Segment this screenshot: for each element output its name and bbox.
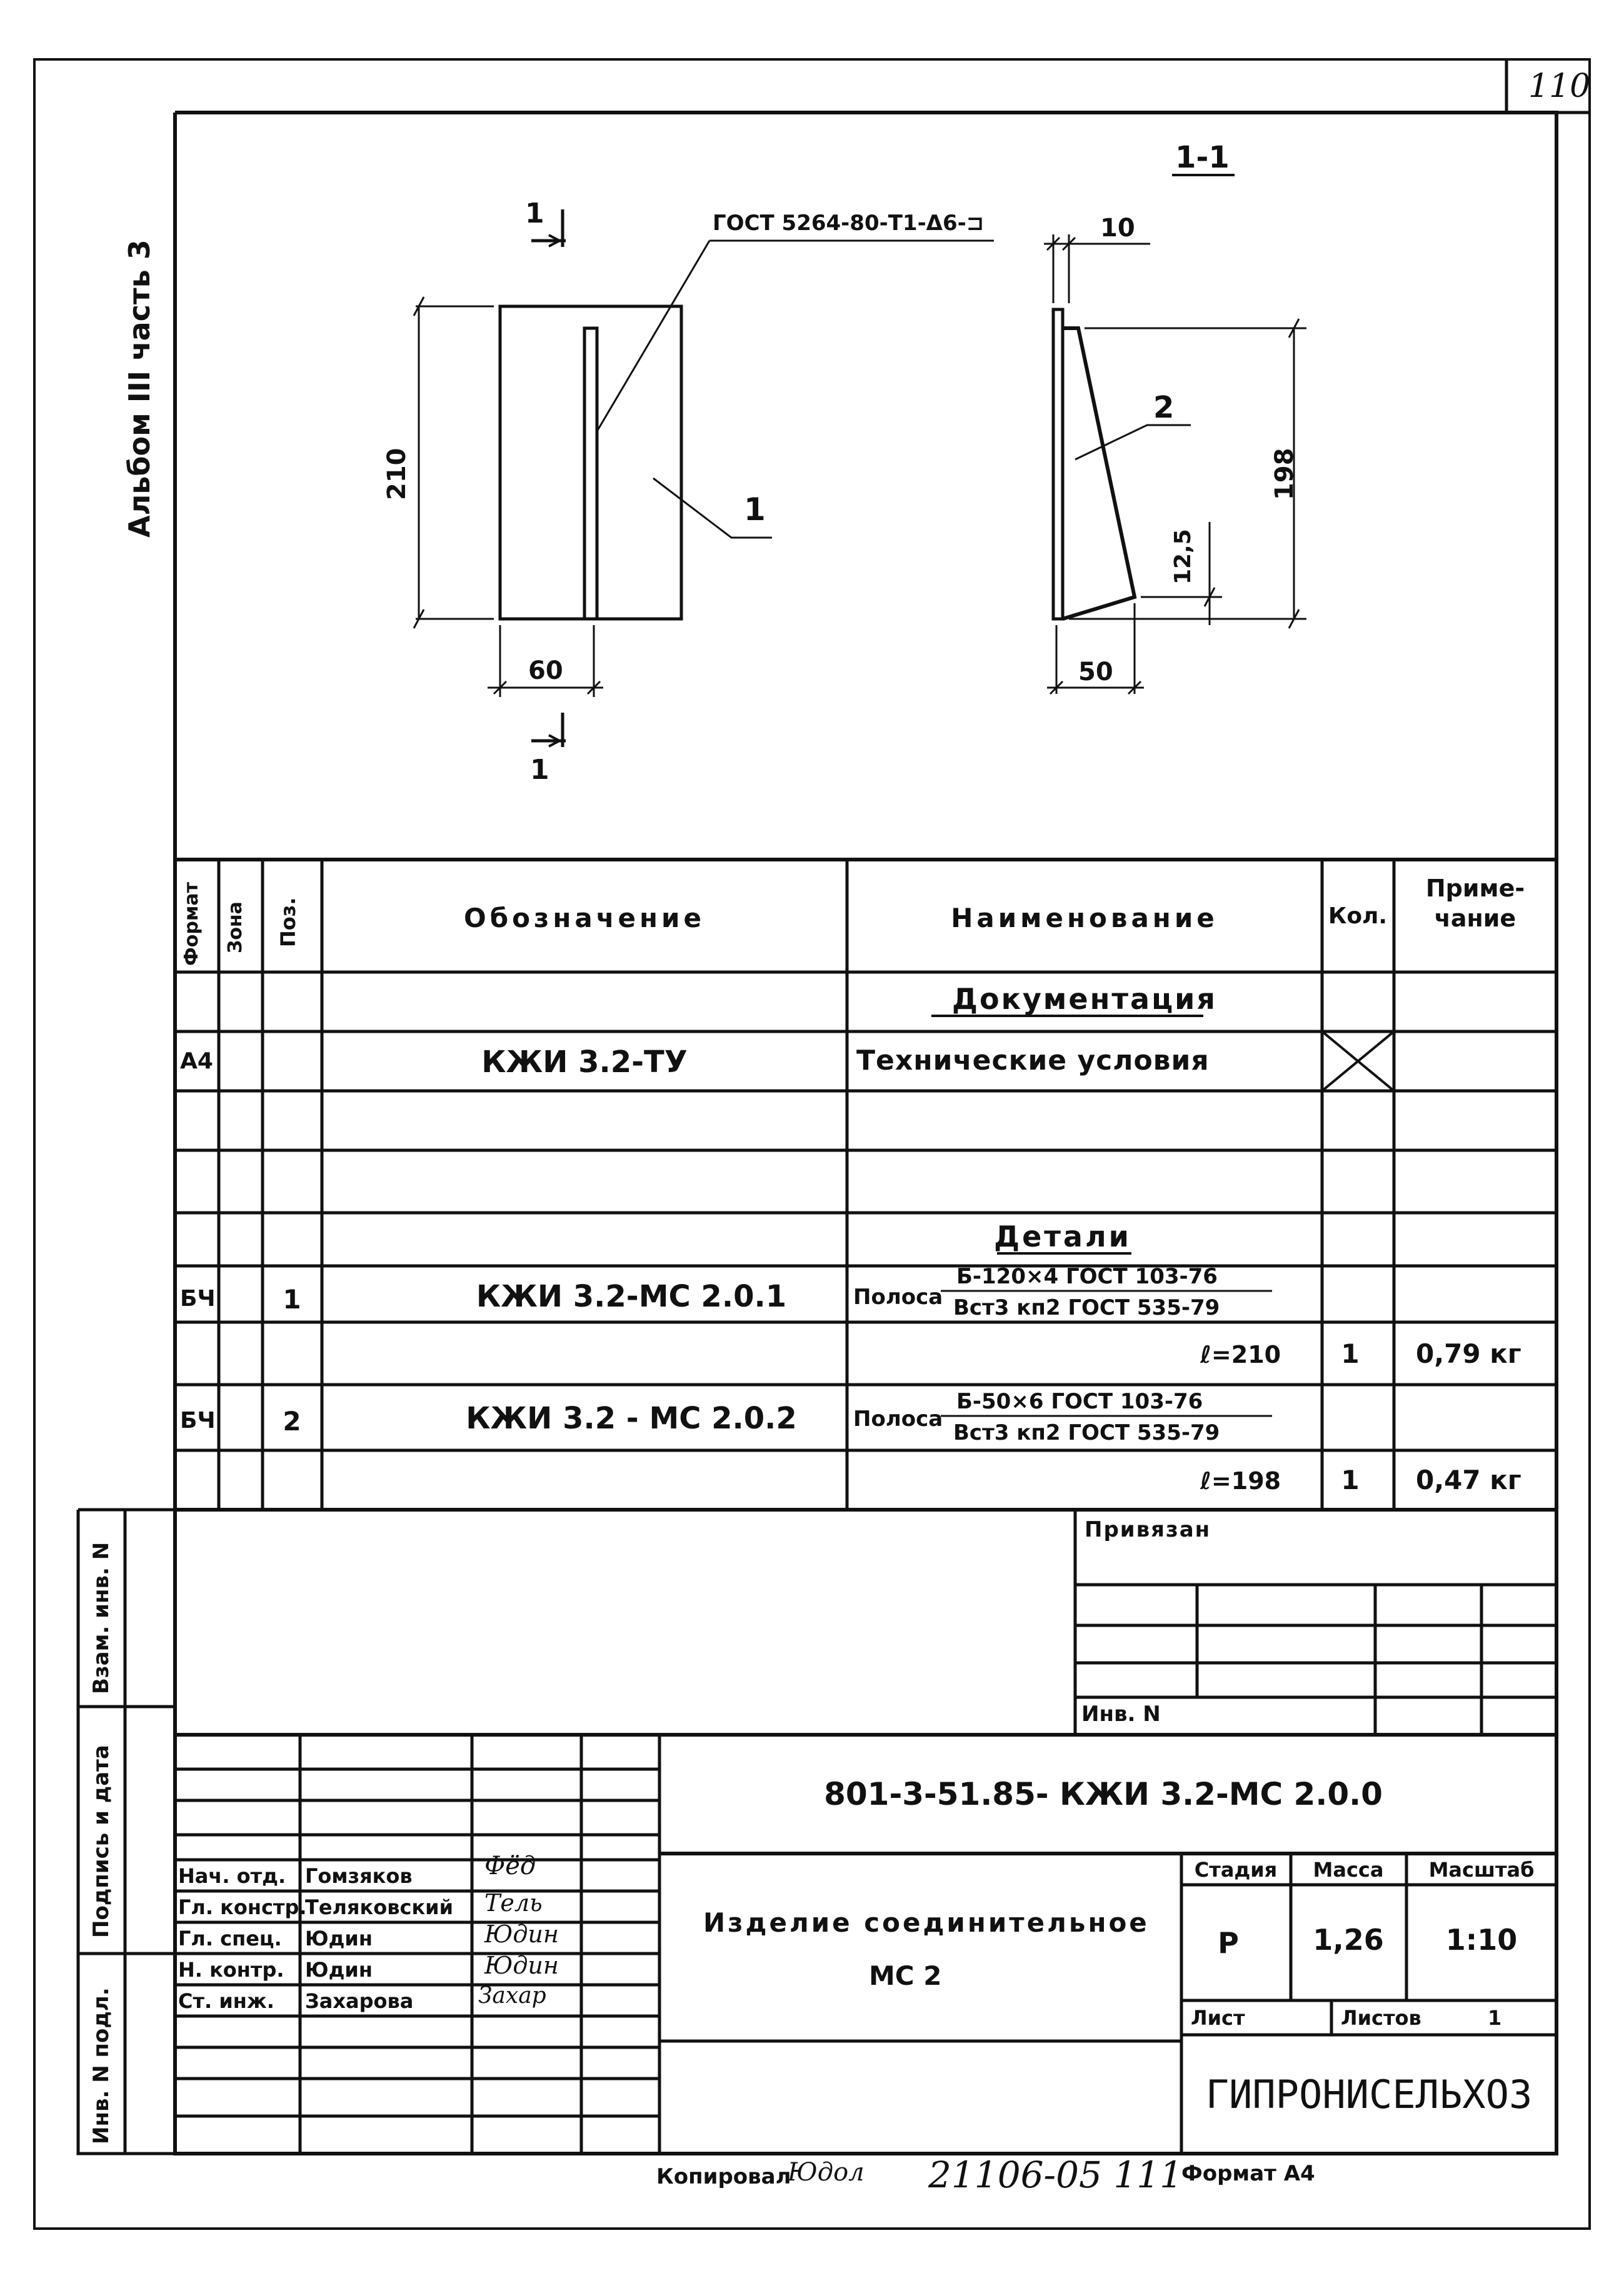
- album-label: Альбом III часть 3: [123, 239, 156, 538]
- plate-width-dim: 60: [528, 656, 563, 685]
- staff-3-role: Гл. спец.: [178, 1927, 282, 1950]
- footer-copied-label: Копировал: [656, 2164, 791, 2189]
- part-1-name-prefix: Полоса: [853, 1285, 943, 1310]
- header-format: Формат: [181, 882, 203, 966]
- part-1-note: 0,79 кг: [1416, 1338, 1521, 1369]
- footer-copy-number: 21106-05 111: [928, 2154, 1183, 2196]
- staff-1-name: Гомзяков: [305, 1864, 413, 1888]
- plate-height-dim: 210: [383, 448, 411, 501]
- doc-designation: КЖИ 3.2-ТУ: [481, 1045, 688, 1080]
- staff-3-signature: Юдин: [484, 1920, 559, 1948]
- side-label-replaced-inventory: Взам. инв. N: [89, 1542, 114, 1694]
- part-1-length: ℓ=210: [1200, 1341, 1281, 1368]
- staff-4-name: Юдин: [305, 1958, 373, 1982]
- staff-3-name: Юдин: [305, 1927, 373, 1950]
- part-1-format: БЧ: [180, 1286, 216, 1312]
- header-note: Приме-чание: [1425, 875, 1525, 932]
- stage-value: Р: [1218, 1926, 1239, 1960]
- doc-format: А4: [180, 1048, 213, 1074]
- footer-format: Формат А4: [1181, 2161, 1315, 2186]
- section-position-label: 2: [1153, 390, 1175, 425]
- product-name-line-1: Изделие соединительное: [703, 1907, 1150, 1938]
- mass-value: 1,26: [1313, 1923, 1384, 1957]
- part-2-length: ℓ=198: [1200, 1467, 1281, 1495]
- part-2-name-prefix: Полоса: [853, 1407, 943, 1432]
- doc-name: Технические условия: [856, 1045, 1210, 1076]
- part-2-note: 0,47 кг: [1416, 1465, 1521, 1495]
- sheets-count: 1: [1488, 2006, 1502, 2030]
- staff-2-signature: Тель: [484, 1889, 543, 1917]
- scale-label: Масштаб: [1428, 1858, 1535, 1882]
- side-label-signature-date: Подпись и дата: [89, 1745, 114, 1938]
- staff-5-signature: Захар: [478, 1983, 546, 2009]
- section-documentation: Документация: [952, 982, 1217, 1016]
- section-bottom-dim: 50: [1078, 658, 1113, 686]
- part-1-fraction-bottom: Вст3 кп2 ГОСТ 535-79: [953, 1295, 1220, 1320]
- section-small-dim: 12,5: [1170, 529, 1196, 585]
- section-height-dim: 198: [1270, 448, 1299, 501]
- section-label: 1-1: [1175, 140, 1230, 175]
- staff-4-role: Н. контр.: [178, 1958, 284, 1982]
- scale-value: 1:10: [1445, 1923, 1518, 1957]
- binding-inventory-label: Инв. N: [1081, 1702, 1161, 1727]
- stage-label: Стадия: [1194, 1858, 1278, 1882]
- product-name-line-2: МС 2: [869, 1960, 942, 1991]
- header-position: Поз.: [276, 897, 300, 947]
- document-code: 801-3-51.85- КЖИ 3.2-МС 2.0.0: [824, 1776, 1383, 1812]
- staff-1-role: Нач. отд.: [178, 1864, 286, 1888]
- staff-1-signature: Фёд: [484, 1852, 536, 1880]
- weld-note: ГОСТ 5264-80-Т1-Δ6-⊐: [713, 211, 985, 236]
- mass-label: Масса: [1313, 1858, 1384, 1882]
- section-top-dim: 10: [1100, 214, 1135, 243]
- section-parts: Детали: [994, 1220, 1131, 1253]
- staff-2-name: Теляковский: [305, 1895, 453, 1919]
- cut-mark-bottom-number: 1: [530, 754, 549, 786]
- header-designation: Обозначение: [464, 903, 705, 933]
- staff-2-role: Гл. констр.: [178, 1895, 307, 1919]
- header-zone: Зона: [224, 901, 246, 953]
- sheet-number: 110: [1528, 68, 1591, 105]
- part-2-fraction-bottom: Вст3 кп2 ГОСТ 535-79: [953, 1420, 1220, 1445]
- cut-mark-top-number: 1: [525, 198, 544, 229]
- side-label-original-inventory: Инв. N подл.: [89, 1987, 114, 2144]
- staff-5-role: Ст. инж.: [178, 1989, 274, 2013]
- footer-copier-signature: Юдол: [788, 2158, 865, 2187]
- staff-5-name: Захарова: [305, 1989, 414, 2013]
- part-1-designation: КЖИ 3.2-МС 2.0.1: [476, 1279, 787, 1314]
- staff-4-signature: Юдин: [484, 1952, 559, 1979]
- part-2-fraction-top: Б-50×6 ГОСТ 103-76: [956, 1389, 1203, 1414]
- part-2-position: 2: [283, 1406, 301, 1437]
- sheet-label: Лист: [1191, 2006, 1245, 2030]
- part-2-designation: КЖИ 3.2 - МС 2.0.2: [466, 1401, 797, 1436]
- part-1-fraction-top: Б-120×4 ГОСТ 103-76: [956, 1264, 1218, 1289]
- part-1-position: 1: [283, 1284, 301, 1315]
- sheets-label: Листов: [1341, 2006, 1421, 2030]
- part-2-quantity: 1: [1341, 1465, 1360, 1495]
- part-2-format: БЧ: [180, 1408, 216, 1433]
- header-name: Наименование: [951, 903, 1218, 933]
- header-quantity: Кол.: [1328, 903, 1388, 929]
- binding-title: Привязан: [1085, 1517, 1211, 1542]
- plate-position-label: 1: [744, 491, 766, 528]
- organization-name: ГИПРОНИСЕЛЬХОЗ: [1205, 2072, 1533, 2117]
- part-1-quantity: 1: [1341, 1338, 1360, 1369]
